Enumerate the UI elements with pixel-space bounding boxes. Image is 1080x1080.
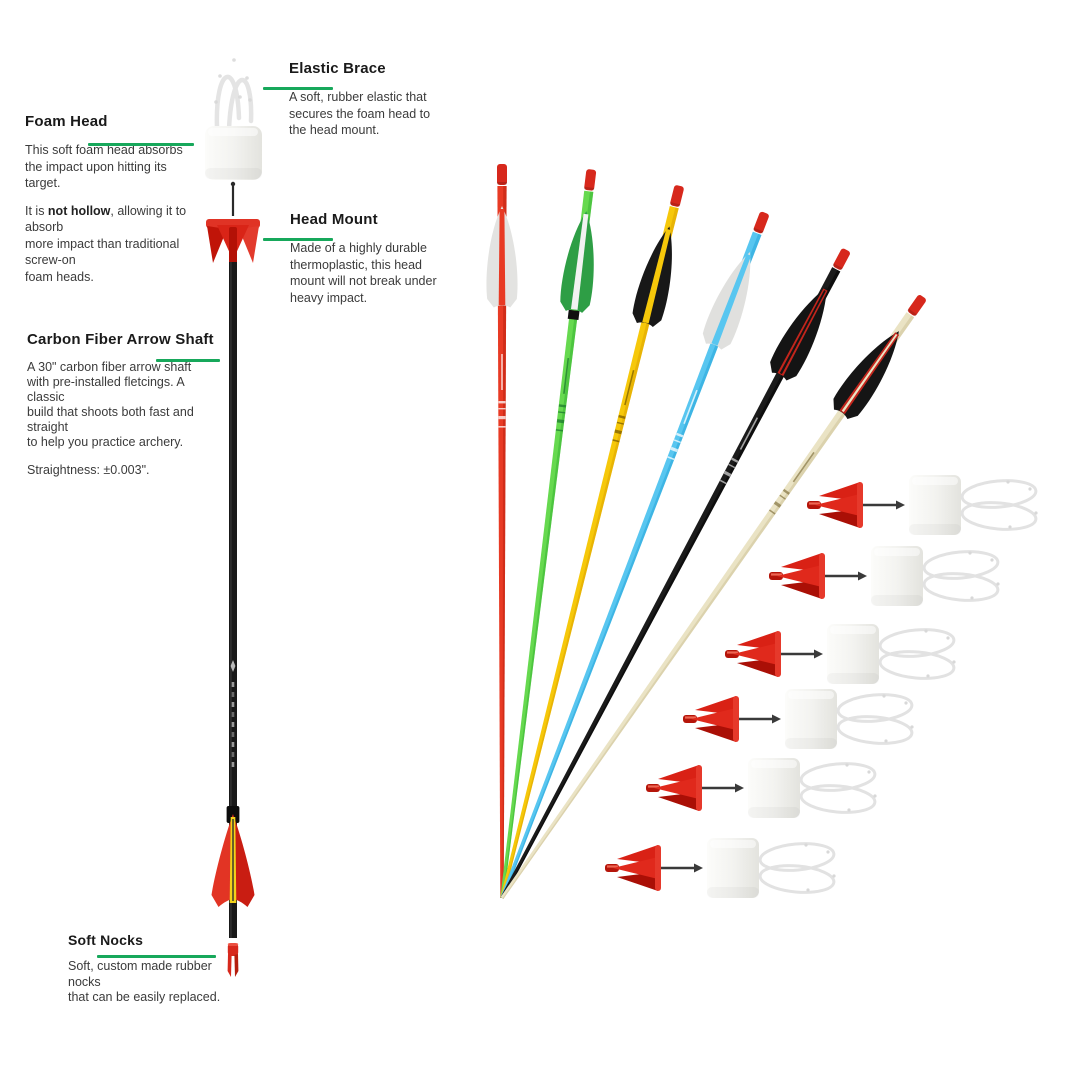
nock-tip — [497, 164, 507, 185]
elastic-brace-image — [836, 693, 914, 745]
elastic-brace-image — [214, 58, 254, 132]
fan-arrow-black — [500, 248, 850, 899]
fletching — [770, 287, 827, 381]
foam-head-image — [707, 838, 759, 898]
fan-arrow-green — [500, 169, 597, 899]
soft-nocks-title: Soft Nocks — [68, 932, 144, 948]
soft-nocks-section: Soft Nocks Soft, custom made rubber nock… — [68, 931, 258, 1006]
elastic-brace-image — [758, 842, 836, 894]
assembly-row-6 — [605, 838, 836, 898]
head-mount-title: Head Mount — [290, 211, 378, 228]
head-mount-description: Made of a highly durable thermoplastic, … — [290, 241, 437, 305]
arrow-shaft-section: Carbon Fiber Arrow Shaft A 30" carbon fi… — [27, 330, 232, 478]
arrow-fan — [486, 164, 926, 899]
foam-head-title: Foam Head — [25, 113, 108, 130]
head-mount-pointer-line — [263, 238, 333, 241]
arrow-shaft-description: A 30" carbon fiber arrow shaft with pre-… — [27, 360, 194, 449]
assembly-row-5 — [646, 758, 877, 818]
foam-head-image — [909, 475, 961, 535]
head-mount-image — [807, 482, 863, 528]
connector-arrow-icon — [702, 783, 744, 793]
elastic-brace-title: Elastic Brace — [289, 60, 386, 77]
connector-arrow-icon — [661, 863, 703, 873]
foam-head-description-1: This soft foam head absorbs the impact u… — [25, 143, 183, 190]
elastic-brace-image — [960, 479, 1038, 531]
foam-head-image — [871, 546, 923, 606]
shaft-branding-marks — [612, 369, 635, 443]
nock-tip — [833, 248, 850, 270]
head-mount-image — [605, 845, 661, 891]
connector-arrow-icon — [781, 649, 823, 659]
fletching — [702, 251, 751, 350]
fan-arrow-blue — [500, 211, 769, 899]
arrow-shaft-spec: Straightness: ±0.003". — [27, 463, 150, 477]
elastic-brace-description: A soft, rubber elastic that secures the … — [289, 90, 431, 137]
elastic-brace-section: Elastic Brace A soft, rubber elastic tha… — [289, 59, 474, 139]
elastic-brace-pointer-line — [263, 87, 333, 90]
connector-arrow-icon — [825, 571, 867, 581]
soft-nocks-pointer-line — [97, 955, 216, 958]
assembly-row-4 — [683, 689, 914, 749]
shaft-branding-marks — [555, 357, 570, 432]
shaft-branding-marks — [768, 451, 815, 515]
connector-pin-image — [230, 181, 236, 216]
foam-head-assemblies — [605, 475, 1038, 898]
foam-head-section: Foam Head This soft foam head absorbs th… — [25, 112, 215, 285]
fan-arrow-red — [486, 164, 518, 898]
elastic-brace-image — [878, 628, 956, 680]
shaft-branding-marks — [498, 354, 506, 428]
nock-tip — [753, 211, 769, 234]
fan-arrow-yellow — [500, 185, 684, 899]
foam-head-pointer-line — [88, 143, 194, 146]
head-mount-section: Head Mount Made of a highly durable ther… — [290, 210, 475, 306]
head-mount-image — [646, 765, 702, 811]
fletching — [560, 211, 594, 313]
connector-arrow-icon — [863, 500, 905, 510]
assembly-row-3 — [725, 624, 956, 684]
soft-nocks-description: Soft, custom made rubber nocks that can … — [68, 959, 221, 1004]
elastic-brace-image — [922, 550, 1000, 602]
foam-head-image — [785, 689, 837, 749]
shaft-branding-marks — [230, 660, 236, 767]
shaft-branding-marks — [667, 389, 698, 461]
nock-tip — [584, 169, 597, 191]
connector-arrow-icon — [739, 714, 781, 724]
nock-tip — [908, 295, 926, 316]
arrow-shaft-title: Carbon Fiber Arrow Shaft — [27, 331, 214, 348]
fletching — [833, 331, 899, 419]
elastic-brace-image — [799, 762, 877, 814]
head-mount-image — [725, 631, 781, 677]
shaft-branding-marks — [719, 417, 759, 485]
foam-head-description-2: It is not hollow, allowing it to absorb … — [25, 203, 187, 284]
fan-arrow-cream — [500, 295, 926, 899]
fletching — [486, 206, 518, 308]
foam-head-image — [827, 624, 879, 684]
nock-tip — [670, 185, 684, 207]
assembly-row-2 — [769, 546, 1000, 606]
foam-head-image — [748, 758, 800, 818]
head-mount-image — [769, 553, 825, 599]
fletching-image — [211, 814, 255, 907]
fletching — [632, 226, 672, 328]
assembly-row-1 — [807, 475, 1038, 535]
arrow-shaft-pointer-line — [156, 359, 220, 362]
head-mount-image — [683, 696, 739, 742]
